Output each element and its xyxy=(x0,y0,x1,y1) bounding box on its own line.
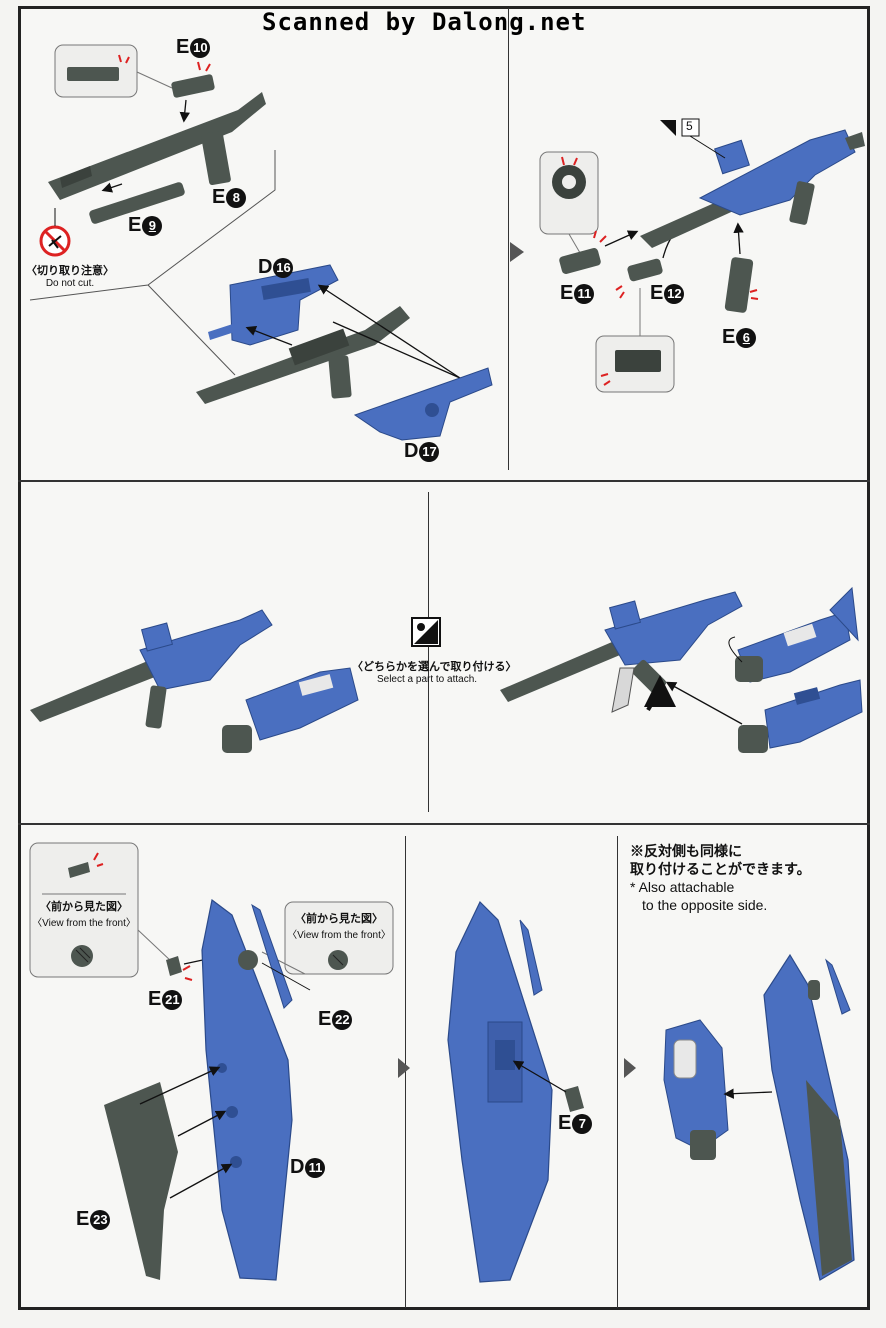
rifle-with-hand-right xyxy=(500,591,743,713)
gate-mark-icon xyxy=(118,54,130,64)
part-number-e8: 8 xyxy=(226,187,247,208)
part-d16-shape xyxy=(208,264,339,346)
divider-step-1-2 xyxy=(508,8,509,470)
part-number-d17: 17 xyxy=(419,441,440,462)
forearm-left xyxy=(222,667,359,753)
opposite-side-note: ※反対側も同様に 取り付けることができます。 * Also attachable… xyxy=(630,842,811,914)
part-e12-shape xyxy=(627,258,663,282)
view-front-note-1-ja: 〈前から見た図〉 xyxy=(40,901,128,913)
part-e7-shape xyxy=(564,1086,584,1112)
part-number-d11: 11 xyxy=(305,1157,326,1178)
do-not-cut-note-ja: 〈切り取り注意〉 xyxy=(26,265,114,277)
opposite-side-note-en-2: to the opposite side. xyxy=(642,897,768,913)
part-number-e7: 7 xyxy=(572,1113,593,1134)
divider-row-1 xyxy=(18,480,870,482)
part-number-e11: 11 xyxy=(574,283,595,304)
do-not-cut-note: 〈切り取り注意〉 Do not cut. xyxy=(22,262,118,289)
part-e21-shape xyxy=(166,956,182,976)
opposite-side-note-ja-2: 取り付けることができます。 xyxy=(630,861,811,877)
view-front-callout-2 xyxy=(284,901,394,975)
do-not-cut-note-en: Do not cut. xyxy=(45,278,95,289)
step-4b-arrow xyxy=(398,1058,410,1078)
view-front-note-1: 〈前から見た図〉 〈View from the front〉 xyxy=(32,898,136,929)
view-front-note-1-en: 〈View from the front〉 xyxy=(32,918,136,929)
shield-attached-view xyxy=(763,953,855,1281)
divider-step-3 xyxy=(428,492,429,812)
shield-back-view xyxy=(447,900,553,1283)
view-front-note-2: 〈前から見た図〉 〈View from the front〉 xyxy=(287,910,391,941)
view-front-note-2-ja: 〈前から見た図〉 xyxy=(295,913,383,925)
forearm-option-b xyxy=(738,679,863,753)
part-e10-shape xyxy=(171,74,215,98)
view-front-callout-1 xyxy=(29,842,139,978)
select-part-note: 〈どちらかを選んで取り付ける〉 Select a part to attach. xyxy=(352,658,517,685)
part-number-e22: 22 xyxy=(332,1009,353,1030)
part-d11-shield xyxy=(201,898,293,1281)
select-part-note-en: Select a part to attach. xyxy=(376,674,478,685)
e10-detail-part xyxy=(67,67,119,81)
scan-credit: Scanned by Dalong.net xyxy=(262,8,587,36)
part-e6-shape xyxy=(724,257,754,313)
opposite-side-note-ja-1: ※反対側も同様に xyxy=(630,843,742,859)
part-number-e6: 6 xyxy=(736,327,757,348)
part-number-e23: 23 xyxy=(90,1209,111,1230)
step-2-arrow xyxy=(510,242,524,262)
rifle-assembled-step-2 xyxy=(640,129,865,248)
rifle-barrel-grey xyxy=(196,306,410,404)
part-e23-shape xyxy=(104,1082,178,1280)
view-front-note-2-en: 〈View from the front〉 xyxy=(287,930,391,941)
forearm-option-a xyxy=(735,586,859,683)
part-d17-shape xyxy=(353,367,493,441)
opposite-side-note-en-1: * Also attachable xyxy=(630,879,735,895)
sticker-icon xyxy=(660,120,676,136)
select-part-icon xyxy=(411,617,441,647)
forearm-attach-view xyxy=(663,1019,729,1160)
step-4c-arrow xyxy=(624,1058,636,1078)
divider-step-4b xyxy=(617,836,618,1308)
rifle-with-hand-left xyxy=(30,609,273,729)
part-number-e21: 21 xyxy=(162,989,183,1010)
select-part-note-ja: 〈どちらかを選んで取り付ける〉 xyxy=(352,661,517,673)
part-number-e10: 10 xyxy=(190,37,211,58)
divider-row-2 xyxy=(18,823,870,825)
rifle-grey-assembly xyxy=(48,92,266,200)
part-e11-shape xyxy=(559,248,601,274)
part-number-e12: 12 xyxy=(664,283,685,304)
divider-step-4a xyxy=(405,836,406,1308)
sticker-number: 5 xyxy=(686,119,693,133)
part-number-d16: 16 xyxy=(273,257,294,278)
part-number-e9: 9 xyxy=(142,215,163,236)
part-e9-shape xyxy=(89,182,185,224)
